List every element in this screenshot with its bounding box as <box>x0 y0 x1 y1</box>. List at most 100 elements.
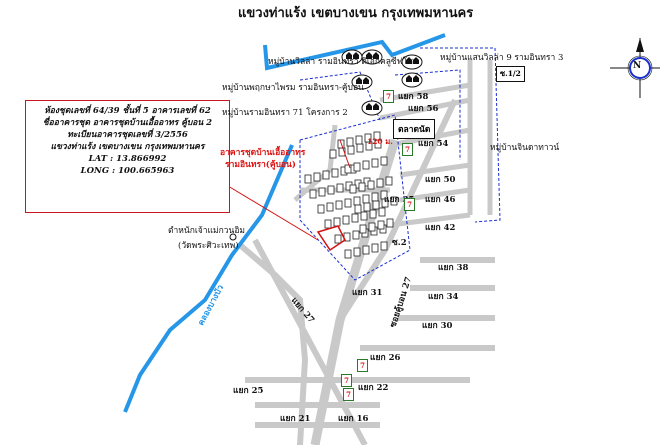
house-icons <box>341 49 423 116</box>
housing-block <box>318 187 326 197</box>
housing-block <box>313 172 321 182</box>
road-label-soi25: แยก 25 <box>233 386 264 396</box>
road-label-soi56: แยก 56 <box>408 104 439 114</box>
road-label-soi38: แยก 38 <box>438 263 469 273</box>
map-title: แขวงท่าแร้ง เขตบางเขน กรุงเทพมหานคร <box>238 6 474 21</box>
road-label-soi2: ซ.2 <box>392 238 407 248</box>
village-label-3: หมู่บ้านรามอินทรา 71 โครงการ 2 <box>222 108 348 118</box>
info-line: ห้องชุดเลขที่ 64/39 ชั้นที่ 5 อาคารเลขที… <box>44 106 211 116</box>
housing-block <box>353 162 361 172</box>
housing-block <box>380 241 388 251</box>
seven-eleven-icon: 7 <box>404 198 415 211</box>
housing-block <box>304 174 312 184</box>
info-lat: LAT : 13.866992 <box>88 154 167 164</box>
housing-block <box>359 224 367 234</box>
housing-block <box>363 202 371 212</box>
housing-block <box>380 156 388 166</box>
housing-block <box>367 180 375 190</box>
housing-block <box>347 145 355 155</box>
compass-icon <box>610 38 660 98</box>
housing-block <box>362 160 370 170</box>
village-label-1: หมู่บ้านวิลล่า รามอินทรา ดิเอ็กคลูซีฟโซน <box>268 57 419 67</box>
housing-block <box>371 192 379 202</box>
housing-block <box>355 135 363 145</box>
housing-block <box>386 218 394 228</box>
road-label-soi21: แยก 21 <box>280 414 311 424</box>
housing-block <box>317 204 325 214</box>
shrine-marker <box>229 233 237 241</box>
housing-block <box>309 189 317 199</box>
info-long: LONG : 100.665963 <box>80 166 175 176</box>
housing-blocks <box>304 131 398 259</box>
housing-block <box>372 200 380 210</box>
subject-label: อาคารชุดบ้านเอื้ออาทร <box>220 148 306 158</box>
housing-block <box>352 230 360 240</box>
house-icon <box>361 49 383 65</box>
village-label-2: หมู่บ้านพฤกษาไพรม รามอินทรา-คู้บอน <box>222 83 364 93</box>
road-label-soi46: แยก 46 <box>425 195 456 205</box>
housing-block <box>362 194 370 204</box>
housing-block <box>358 182 366 192</box>
seven-eleven-icon: 7 <box>357 359 368 372</box>
housing-block <box>376 178 384 188</box>
housing-block <box>334 234 342 244</box>
village-label-4: หมู่บ้านแสนวิลล่า 9 รามอินทรา 3 <box>440 53 564 63</box>
housing-block <box>369 209 377 219</box>
road-label-soi50: แยก 50 <box>425 175 456 185</box>
housing-block <box>329 149 337 159</box>
info-line: ชื่ออาคารชุด อาคารชุดบ้านเอื้ออาทร คู้บอ… <box>42 118 213 128</box>
info-line: ทะเบียนอาคารชุดเลขที่ 3/2556 <box>67 130 188 140</box>
house-icon <box>341 49 363 65</box>
shrine-label: ตำหนักเจ้าแม่กวนอิม <box>168 226 246 236</box>
housing-block <box>362 245 370 255</box>
housing-block <box>344 249 352 259</box>
housing-block <box>333 217 341 227</box>
housing-block <box>344 164 352 174</box>
road-label-soi35: แยก 35 <box>384 195 415 205</box>
info-line: แขวงท่าแร้ง เขตบางเขน กรุงเทพมหานคร <box>50 142 205 152</box>
housing-block <box>349 184 357 194</box>
housing-block <box>322 170 330 180</box>
subject-pointer <box>227 185 319 241</box>
housing-block <box>331 168 339 178</box>
housing-block <box>327 185 335 195</box>
road-label-soi22: แยก 22 <box>358 383 389 393</box>
housing-block <box>342 215 350 225</box>
house-icon <box>401 72 423 88</box>
road-label-soi42: แยก 42 <box>425 223 456 233</box>
road-label-soi16: แยก 16 <box>338 414 369 424</box>
housing-block <box>356 143 364 153</box>
road-label-soi34: แยก 34 <box>428 292 459 302</box>
housing-block <box>351 213 359 223</box>
housing-block <box>326 202 334 212</box>
housing-block <box>381 198 389 208</box>
seven-eleven-icon: 7 <box>341 374 352 387</box>
housing-block <box>368 222 376 232</box>
housing-block <box>371 158 379 168</box>
housing-block <box>377 220 385 230</box>
housing-block <box>353 247 361 257</box>
housing-block <box>324 219 332 229</box>
housing-block <box>373 131 381 141</box>
housing-block <box>353 196 361 206</box>
subject-label-2: รามอินทรา(คู้บอน) <box>225 160 296 170</box>
canal-line <box>263 33 446 71</box>
house-icon <box>401 54 423 70</box>
seven-eleven-icon: 7 <box>383 90 394 103</box>
housing-block <box>344 198 352 208</box>
housing-block <box>364 133 372 143</box>
housing-block <box>354 204 362 214</box>
housing-block <box>360 211 368 221</box>
housing-block <box>335 200 343 210</box>
soi-sign: ซ.1/2 <box>496 66 525 82</box>
housing-block <box>378 207 386 217</box>
compass-north-label: N <box>633 61 642 71</box>
housing-block <box>346 137 354 147</box>
house-icon <box>351 74 373 90</box>
seven-eleven-icon: 7 <box>402 143 413 156</box>
road-label-soi54: แยก 54 <box>418 139 449 149</box>
road-label-soi26: แยก 26 <box>370 353 401 363</box>
village-label-5: หมู่บ้านจินดาทาวน์ <box>490 143 560 153</box>
housing-block <box>390 196 398 206</box>
